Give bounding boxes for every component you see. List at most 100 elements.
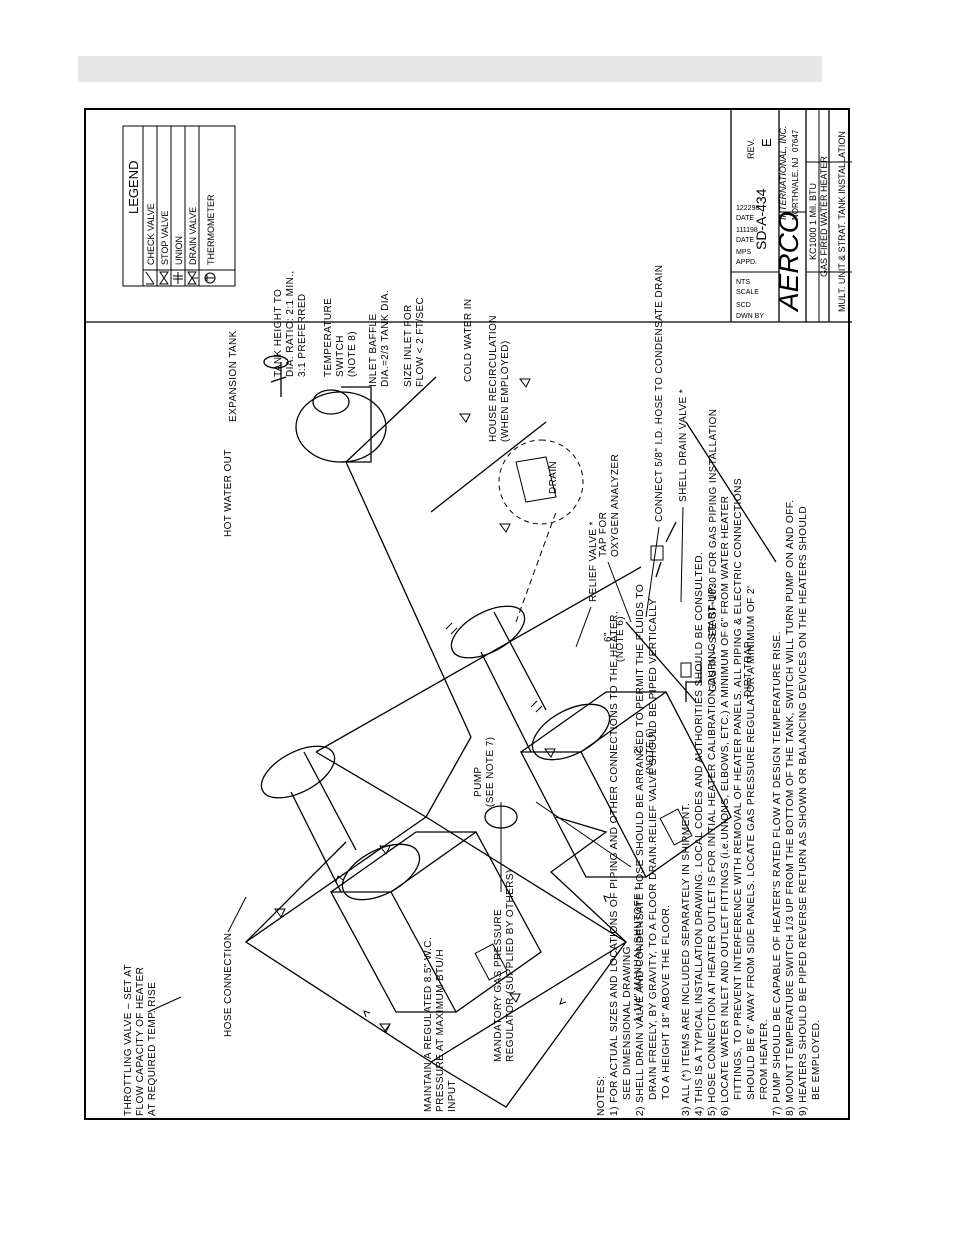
- tb-title-line-1: KC1000 1 Mil. BTU: [808, 183, 818, 260]
- label-pump-2: (SEE NOTE 7): [485, 737, 496, 807]
- label-house-recirc-1: HOUSE RECIRCULATION: [488, 315, 499, 442]
- tb-dwn-by: SCD: [736, 302, 751, 309]
- legend-check-valve: CHECK VALVE: [146, 203, 156, 265]
- label-inlet-baffle-2: DIA.=2/3 TANK DIA.: [380, 290, 391, 387]
- note-line-7: 4) THIS IS A TYPICAL INSTALLATION DRAWIN…: [694, 552, 705, 1116]
- tb-title-line-2: GAS FIRED WATER HEATER: [819, 156, 829, 277]
- stop-valve-icon: [159, 271, 169, 285]
- label-drain: DRAIN: [548, 461, 559, 494]
- label-tap-oxygen-1: TAP FOR: [598, 512, 609, 557]
- thermometer-icon: [204, 272, 216, 284]
- label-expansion-tank: EXPANSION TANK: [228, 330, 239, 422]
- tb-code: 07647: [791, 129, 800, 152]
- tb-date-2: 122298: [736, 205, 759, 212]
- label-hose-connection: HOSE CONNECTION: [223, 933, 234, 1037]
- label-pump-1: PUMP: [473, 767, 484, 798]
- callouts: THROTTLING VALVE – SET AT FLOW CAPACITY …: [123, 265, 754, 1116]
- notes: NOTES: 1) FOR ACTUAL SIZES AND LOCATIONS…: [596, 478, 822, 1116]
- note-line-16: BE EMPLOYED.: [811, 1019, 822, 1100]
- rotated-drawing: DWN BY SCD SCALE NTS APPD. MPS DATE 1111…: [86, 110, 852, 1122]
- notes-heading: NOTES:: [596, 1076, 607, 1116]
- label-mandatory-1: MANDATORY GAS PRESSURE: [493, 909, 504, 1062]
- label-relief-valve: RELIEF VALVE *: [588, 521, 599, 602]
- note-line-8: 5) HOSE CONNECTION AT HEATER OUTLET IS F…: [707, 585, 718, 1116]
- label-mandatory-2: REGULATOR (SUPPLIED BY OTHERS): [505, 869, 516, 1062]
- drain-detail: [498, 439, 584, 623]
- label-shell-drain: SHELL DRAIN VALVE *: [678, 389, 689, 502]
- label-dirt-trap: DIRT TRAP: [743, 641, 754, 697]
- label-tank-height-2: DIA. RATIO: 2:1 MIN.,: [285, 270, 296, 377]
- tb-dwn-by-label: DWN BY: [736, 313, 764, 320]
- label-house-recirc-2: (WHEN EMPLOYED): [500, 340, 511, 442]
- storage-tank: [263, 355, 387, 463]
- label-note6-b-2: (NOTE 6): [645, 728, 656, 774]
- label-gas-in: GAS IN – SEE GF-1030 FOR GAS PIPING INST…: [708, 409, 719, 692]
- note-line-2: SEE DIMENSIONAL DRAWING: [622, 946, 633, 1100]
- tb-company: AERCO: [773, 211, 804, 313]
- label-maintain-1: MAINTAIN A REGULATED 8.5" W.C.: [423, 937, 434, 1112]
- note-line-13: 7) PUMP SHOULD BE CAPABLE OF HEATER'S RA…: [772, 631, 783, 1116]
- label-note6-a-2: (NOTE 6): [615, 616, 626, 662]
- tb-rev: E: [759, 138, 774, 147]
- note-line-14: 8) MOUNT TEMPERATURE SWITCH 1/3 UP FROM …: [785, 499, 796, 1116]
- label-tank-height-1: TANK HEIGHT TO: [273, 289, 284, 377]
- label-temp-switch-2: SWITCH: [335, 335, 346, 377]
- heater-left: [260, 745, 542, 1013]
- label-note6-a-1: 6": [603, 632, 614, 642]
- label-size-inlet-1: SIZE INLET FOR: [403, 304, 414, 387]
- note-line-6: 3) ALL (*) ITEMS ARE INCLUDED SEPARATELY…: [681, 803, 692, 1116]
- note-line-11: SHOULD BE 6" AWAY FROM SIDE PANELS. LOCA…: [746, 586, 757, 1100]
- tb-scale: NTS: [736, 279, 750, 286]
- label-throttling-1: THROTTLING VALVE – SET AT: [123, 964, 134, 1116]
- note-line-1: 1) FOR ACTUAL SIZES AND LOCATIONS OF PIP…: [609, 611, 620, 1116]
- label-maintain-3: INPUT: [447, 1080, 458, 1112]
- label-temp-switch-3: (NOTE 8): [347, 331, 358, 377]
- note-line-15: 9) HEATERS SHOULD BE PIPED REVERSE RETUR…: [798, 506, 809, 1116]
- union-icon: [173, 272, 183, 284]
- tb-date-label-1: DATE: [736, 237, 754, 244]
- tb-date-1: 111198: [736, 227, 758, 234]
- legend-thermometer: THERMOMETER: [206, 194, 216, 265]
- tb-title-line-3: MULT. UNIT & STRAT. TANK INSTALLATION: [837, 131, 847, 312]
- label-temp-switch-1: TEMPERATURE: [323, 298, 334, 377]
- label-tap-oxygen-2: OXYGEN ANALYZER: [610, 454, 621, 557]
- label-connect-hose: CONNECT 5/8" I.D. HOSE TO CONDENSATE DRA…: [654, 265, 665, 522]
- legend: LEGEND CHECK VALVE STOP VALVE UNION DRAI…: [122, 125, 236, 287]
- label-size-inlet-2: FLOW < 2 FT/SEC: [415, 297, 426, 387]
- expansion-tank: [263, 355, 289, 369]
- legend-union: UNION: [174, 236, 184, 265]
- label-maintain-2: PRESSURE AT MAXIMUM BTU/H: [435, 949, 446, 1112]
- label-inlet-baffle-1: INLET BAFFLE: [368, 313, 379, 387]
- tb-date-label-2: DATE: [736, 215, 754, 222]
- legend-stop-valve: STOP VALVE: [160, 211, 170, 265]
- label-note6-b-1: 2': [633, 746, 644, 754]
- note-line-5: TO A HEIGHT 18" ABOVE THE FLOOR.: [661, 905, 672, 1100]
- note-line-10: FITTINGS, TO PREVENT INTERFERENCE WITH R…: [733, 478, 744, 1100]
- note-line-4: DRAIN FREELY, BY GRAVITY, TO A FLOOR DRA…: [648, 598, 659, 1100]
- legend-title: LEGEND: [126, 161, 141, 214]
- drain-valve-icon: [187, 271, 198, 285]
- check-valve-icon: [145, 271, 155, 285]
- label-manual-shutoff: 1-1/4" MANUAL SHUTOFF *: [633, 886, 644, 1022]
- legend-drain-valve: DRAIN VALVE: [188, 207, 198, 265]
- note-line-9: 6) LOCATE WATER INLET AND OUTLET FITTING…: [720, 496, 731, 1116]
- tb-appd: MPS: [736, 249, 752, 256]
- tb-location: NORTHVALE, NJ: [791, 158, 800, 220]
- tb-rev-label: REV.: [746, 139, 756, 159]
- drawing-sheet: DWN BY SCD SCALE NTS APPD. MPS DATE 1111…: [84, 108, 852, 1122]
- label-hot-water-out: HOT WATER OUT: [223, 449, 234, 537]
- installation-diagram: DWN BY SCD SCALE NTS APPD. MPS DATE 1111…: [86, 110, 852, 1116]
- tb-appd-label: APPD.: [736, 259, 757, 266]
- note-line-12: FROM HEATER.: [759, 1019, 770, 1100]
- note-line-3: 2) SHELL DRAIN VALVE AND CONDENSATE HOSE…: [635, 584, 646, 1116]
- label-throttling-2: FLOW CAPACITY OF HEATER: [135, 967, 146, 1116]
- tb-company-sub: INTERNATIONAL, INC.: [778, 126, 788, 220]
- title-block: DWN BY SCD SCALE NTS APPD. MPS DATE 1111…: [86, 110, 852, 323]
- tb-scale-label: SCALE: [736, 289, 759, 296]
- gas-train: [650, 521, 702, 702]
- label-throttling-3: AT REQUIRED TEMP. RISE: [147, 982, 158, 1116]
- label-cold-water: COLD WATER IN: [463, 298, 474, 382]
- header-bar: [78, 56, 822, 82]
- label-tank-height-3: 3:1 PREFERRED: [297, 293, 308, 377]
- tb-drawing-number: SD-A-434: [753, 188, 769, 250]
